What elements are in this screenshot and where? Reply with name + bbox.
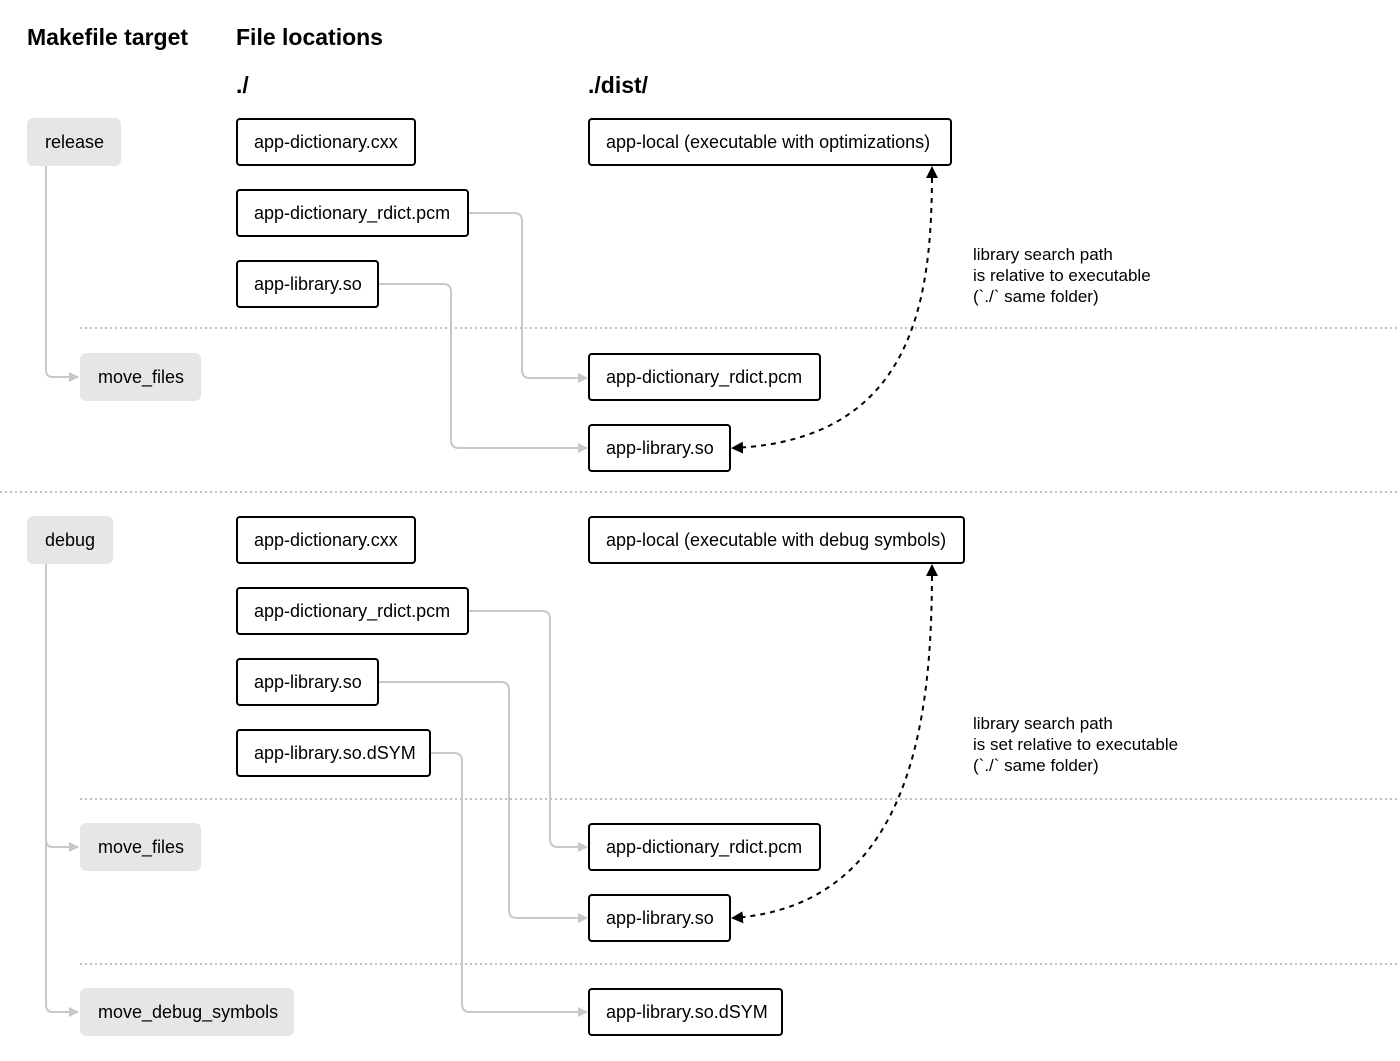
debug-rdict-connector (468, 610, 588, 852)
debug-source-dictionary-rdict: app-dictionary_rdict.pcm (236, 587, 469, 635)
debug-search-path-arrow (731, 564, 938, 924)
debug-move-files-target: move_files (80, 823, 201, 871)
note-line: library search path (973, 245, 1113, 264)
debug-move-debug-symbols-target: move_debug_symbols (80, 988, 294, 1036)
release-executable: app-local (executable with optimizations… (588, 118, 952, 166)
release-move-files-target: move_files (80, 353, 201, 401)
release-to-move-files-connector (45, 165, 79, 382)
debug-search-path-note: library search path is set relative to e… (973, 713, 1178, 776)
release-source-dictionary-rdict: app-dictionary_rdict.pcm (236, 189, 469, 237)
release-source-library-so: app-library.so (236, 260, 379, 308)
release-search-path-arrow (731, 166, 938, 454)
debug-source-library-dsym: app-library.so.dSYM (236, 729, 431, 777)
makefile-target-heading: Makefile target (27, 24, 189, 50)
debug-dsym-connector (430, 752, 588, 1017)
debug-to-move-debug-symbols-connector (45, 840, 79, 1017)
release-search-path-note: library search path is relative to execu… (973, 244, 1151, 307)
debug-executable: app-local (executable with debug symbols… (588, 516, 965, 564)
release-library-connector (378, 283, 588, 453)
debug-source-dictionary-cxx: app-dictionary.cxx (236, 516, 416, 564)
release-dist-library-so: app-library.so (588, 424, 731, 472)
release-target: release (27, 118, 121, 166)
debug-dist-dictionary-rdict: app-dictionary_rdict.pcm (588, 823, 821, 871)
debug-dist-library-dsym: app-library.so.dSYM (588, 988, 783, 1036)
debug-target: debug (27, 516, 113, 564)
debug-library-connector (378, 681, 588, 923)
note-line: (`./` same folder) (973, 287, 1099, 306)
note-line: library search path (973, 714, 1113, 733)
file-locations-heading: File locations (236, 24, 383, 50)
debug-dist-library-so: app-library.so (588, 894, 731, 942)
debug-to-move-files-connector (45, 563, 79, 852)
note-line: is relative to executable (973, 266, 1151, 285)
release-rdict-connector (468, 212, 588, 383)
note-line: is set relative to executable (973, 735, 1179, 754)
root-dir-heading: ./ (236, 72, 249, 98)
release-dist-dictionary-rdict: app-dictionary_rdict.pcm (588, 353, 821, 401)
release-source-dictionary-cxx: app-dictionary.cxx (236, 118, 416, 166)
dist-dir-heading: ./dist/ (588, 72, 649, 98)
debug-source-library-so: app-library.so (236, 658, 379, 706)
note-line: (`./` same folder) (973, 756, 1099, 775)
